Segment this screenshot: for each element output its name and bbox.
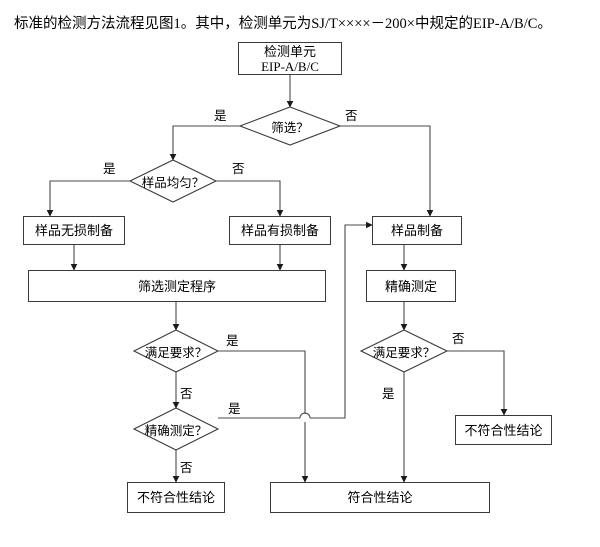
edge-label-homogeneous-yes: 是 — [103, 162, 116, 176]
edge-label-meets-right-no: 否 — [452, 332, 465, 346]
node-prep-nondestructive-label: 样品无损制备 — [34, 223, 113, 238]
node-conforming-label: 符合性结论 — [347, 490, 413, 505]
page-caption: 标准的检测方法流程见图1。其中，检测单元为SJ/T××××－200×中规定的EI… — [14, 16, 552, 32]
node-prep-sample[interactable]: 样品制备 — [372, 216, 462, 245]
node-nonconforming-right[interactable]: 不符合性结论 — [455, 415, 552, 445]
node-start-line2: EIP-A/B/C — [261, 58, 319, 74]
node-precise-measure-label: 精确测定 — [384, 278, 437, 294]
node-conforming[interactable]: 符合性结论 — [270, 482, 490, 513]
node-prep-sample-label: 样品制备 — [390, 223, 443, 238]
edge-label-precise-no: 否 — [180, 461, 193, 475]
decision-meets-requirements-left[interactable]: 满足要求？ — [132, 329, 220, 373]
node-nonconforming-left-label: 不符合性结论 — [136, 490, 215, 505]
edge-label-screening-no: 否 — [345, 109, 358, 123]
decision-meets-requirements-right[interactable]: 满足要求？ — [359, 329, 449, 373]
edge-label-meets-left-yes: 是 — [226, 334, 239, 348]
node-prep-destructive-label: 样品有损制备 — [240, 223, 319, 238]
edge-label-meets-left-no: 否 — [180, 387, 193, 401]
edge-label-homogeneous-no: 否 — [232, 162, 245, 176]
node-start-line1: 检测单元 — [263, 43, 316, 59]
decision-precise-measure[interactable]: 精确测定？ — [132, 407, 220, 451]
edge-label-meets-right-yes: 是 — [382, 387, 395, 401]
edge-label-precise-yes: 是 — [228, 402, 241, 416]
decision-homogeneous[interactable]: 样品均匀？ — [128, 159, 218, 203]
edge-label-screening-yes: 是 — [214, 109, 227, 123]
node-prep-destructive[interactable]: 样品有损制备 — [229, 216, 331, 245]
node-precise-measure[interactable]: 精确测定 — [366, 270, 456, 302]
node-nonconforming-left[interactable]: 不符合性结论 — [127, 482, 225, 513]
decision-screening[interactable]: 筛选？ — [238, 106, 342, 146]
node-screening-procedure[interactable]: 筛选测定程序 — [28, 270, 326, 302]
node-screening-procedure-label: 筛选测定程序 — [137, 278, 216, 294]
node-prep-nondestructive[interactable]: 样品无损制备 — [23, 216, 125, 245]
node-nonconforming-right-label: 不符合性结论 — [464, 422, 543, 438]
node-start-detection-unit[interactable]: 检测单元 EIP-A/B/C — [238, 42, 342, 75]
